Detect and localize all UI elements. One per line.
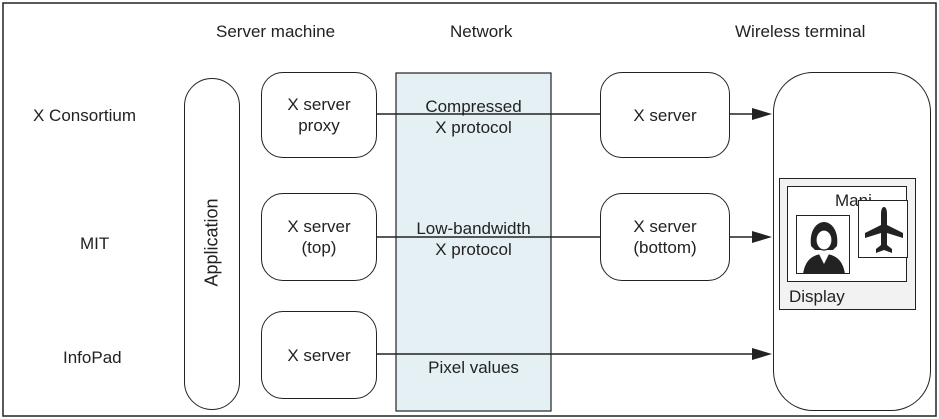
row1-arrowhead: [752, 108, 772, 120]
header-wireless-terminal: Wireless terminal: [735, 22, 866, 41]
server-box-line: X server: [287, 217, 351, 236]
row-label-x-consortium: X Consortium: [33, 106, 136, 125]
airplane-icon: [865, 207, 903, 253]
server-box-x-consortium: X server proxy: [261, 72, 377, 158]
application-label: Application: [201, 198, 222, 287]
client-box-line: X server: [633, 217, 697, 236]
network-text-line: X protocol: [435, 240, 512, 259]
person-icon: [803, 222, 845, 274]
server-box-line: (top): [301, 238, 337, 257]
client-box-line: (bottom): [633, 238, 697, 257]
client-box-line: X server: [633, 105, 697, 125]
row-label-infopad: InfoPad: [63, 348, 122, 367]
server-box-line: X server: [287, 95, 351, 114]
header-network: Network: [450, 22, 513, 41]
row3-arrowhead: [752, 348, 772, 360]
network-text-line: X protocol: [435, 118, 512, 137]
display-label: Display: [789, 287, 845, 306]
header-server-machine: Server machine: [216, 22, 336, 41]
row2-arrowhead: [752, 231, 772, 243]
client-box-x-consortium: X server: [600, 72, 730, 158]
person-picture: [796, 215, 850, 274]
server-box-infopad: X server: [261, 311, 377, 399]
network-text-line: Compressed: [425, 97, 522, 116]
network-text-row1: Compressed X protocol: [396, 96, 551, 138]
client-box-mit: X server (bottom): [600, 193, 730, 281]
network-text-row3: Pixel values: [396, 357, 551, 378]
network-text-line: Pixel values: [428, 358, 519, 377]
application-box: [184, 78, 240, 410]
row-label-mit: MIT: [80, 234, 110, 253]
server-box-line: X server: [287, 345, 351, 365]
network-text-row2: Low-bandwidth X protocol: [396, 218, 551, 260]
server-box-line: proxy: [298, 116, 340, 135]
network-text-line: Low-bandwidth: [416, 219, 531, 238]
airplane-picture: [858, 200, 908, 258]
server-box-mit: X server (top): [261, 193, 377, 281]
